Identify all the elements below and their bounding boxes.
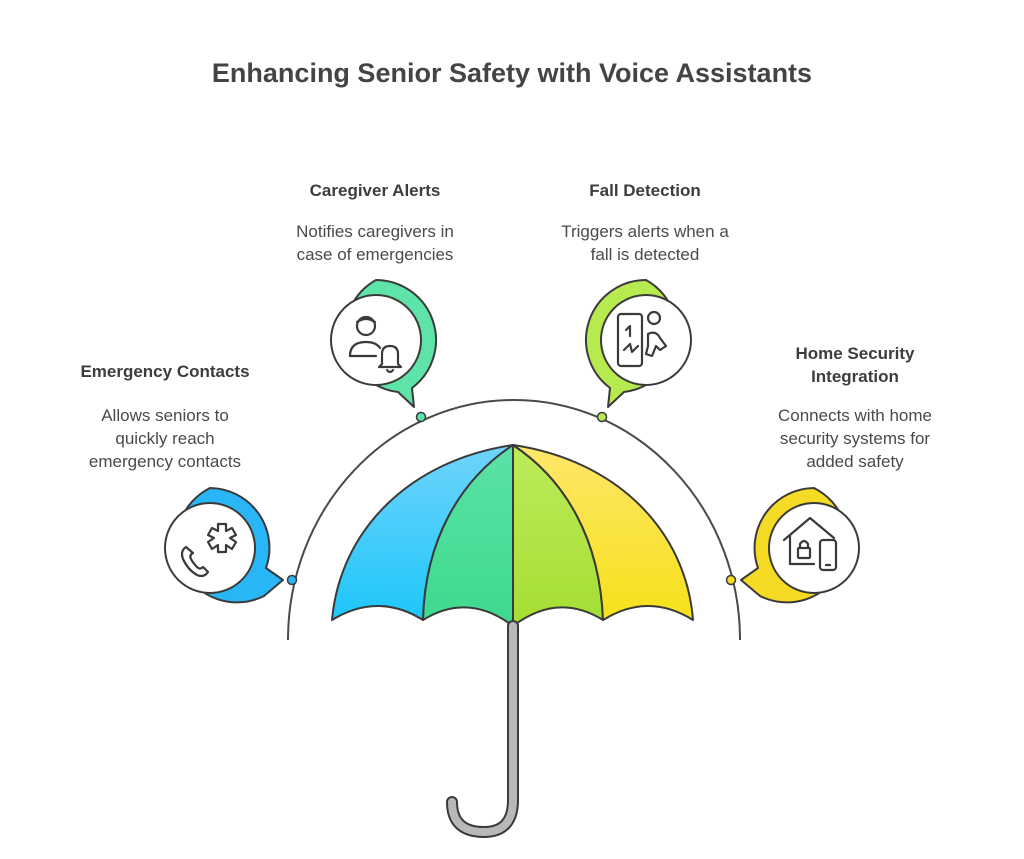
home-security-description: Connects with home security systems for … <box>777 406 933 471</box>
fall-detection-bubble <box>585 279 692 408</box>
caregiver-alerts-bubble <box>330 279 437 408</box>
fall-detection-description: Triggers alerts when a fall is detected <box>561 222 729 264</box>
emergency-contacts-description: Allows seniors to quickly reach emergenc… <box>88 406 242 471</box>
house-lock-phone-icon <box>782 516 838 572</box>
arc-marker-emergency <box>286 574 298 586</box>
fall-person-icon <box>616 310 668 368</box>
arc-marker-caregiver <box>415 411 427 423</box>
canopy-panel-green <box>422 444 514 627</box>
home-security-bubble <box>740 487 860 604</box>
caregiver-alerts-title: Caregiver Alerts <box>309 181 441 200</box>
home-security-title: Home Security Integration <box>795 344 915 386</box>
umbrella-canopy <box>331 444 694 627</box>
caregiver-alerts-description: Notifies caregivers in case of emergenci… <box>296 222 454 264</box>
emergency-contacts-title: Emergency Contacts <box>80 362 250 381</box>
arc-marker-security <box>725 574 737 586</box>
emergency-contacts-bubble <box>164 487 284 604</box>
umbrella-handle <box>446 620 519 839</box>
page-title: Enhancing Senior Safety with Voice Assis… <box>211 58 813 88</box>
caregiver-bell-icon <box>348 315 403 374</box>
arc-marker-fall <box>596 411 608 423</box>
fall-detection-title: Fall Detection <box>589 181 701 200</box>
phone-medical-icon <box>180 522 238 578</box>
outer-arc <box>287 399 741 641</box>
canopy-panel-yellow <box>512 444 694 621</box>
